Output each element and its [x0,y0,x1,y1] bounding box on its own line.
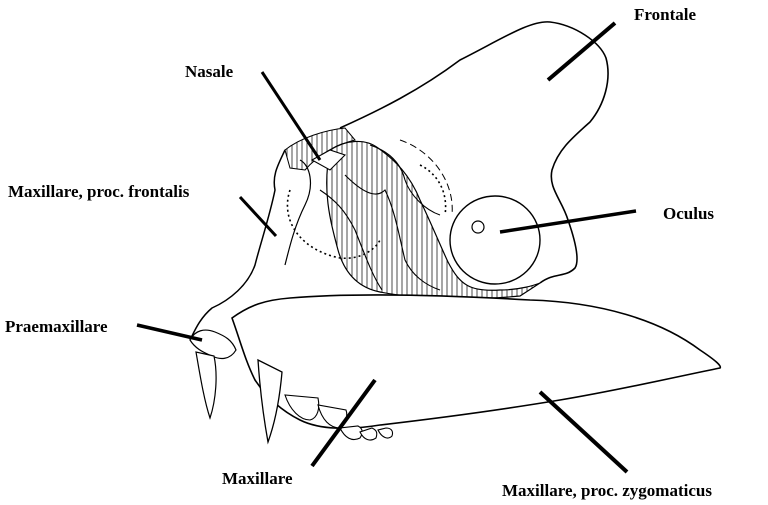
label-maxillare: Maxillare [222,470,293,487]
label-frontale: Frontale [634,6,696,23]
pointer-maxillare-proc-zygomaticus [540,392,627,472]
molar-tooth [360,428,377,440]
canine-tooth [258,360,282,442]
snout-inner-line [285,160,310,265]
molar-tooth [340,426,362,440]
label-oculus: Oculus [663,205,714,222]
pointer-praemaxillare [137,325,202,340]
incisor-tooth [196,352,216,418]
label-nasale: Nasale [185,63,233,80]
pointer-frontale [548,23,615,80]
molar-tooth [378,428,393,438]
pupil-circle [472,221,484,233]
oculus-circle [450,196,540,284]
label-maxillare-proc-zygomaticus: Maxillare, proc. zygomaticus [502,482,712,499]
pointer-maxillare-proc-frontalis [240,197,276,236]
label-praemaxillare: Praemaxillare [5,318,108,335]
label-maxillare-proc-frontalis: Maxillare, proc. frontalis [8,183,189,200]
